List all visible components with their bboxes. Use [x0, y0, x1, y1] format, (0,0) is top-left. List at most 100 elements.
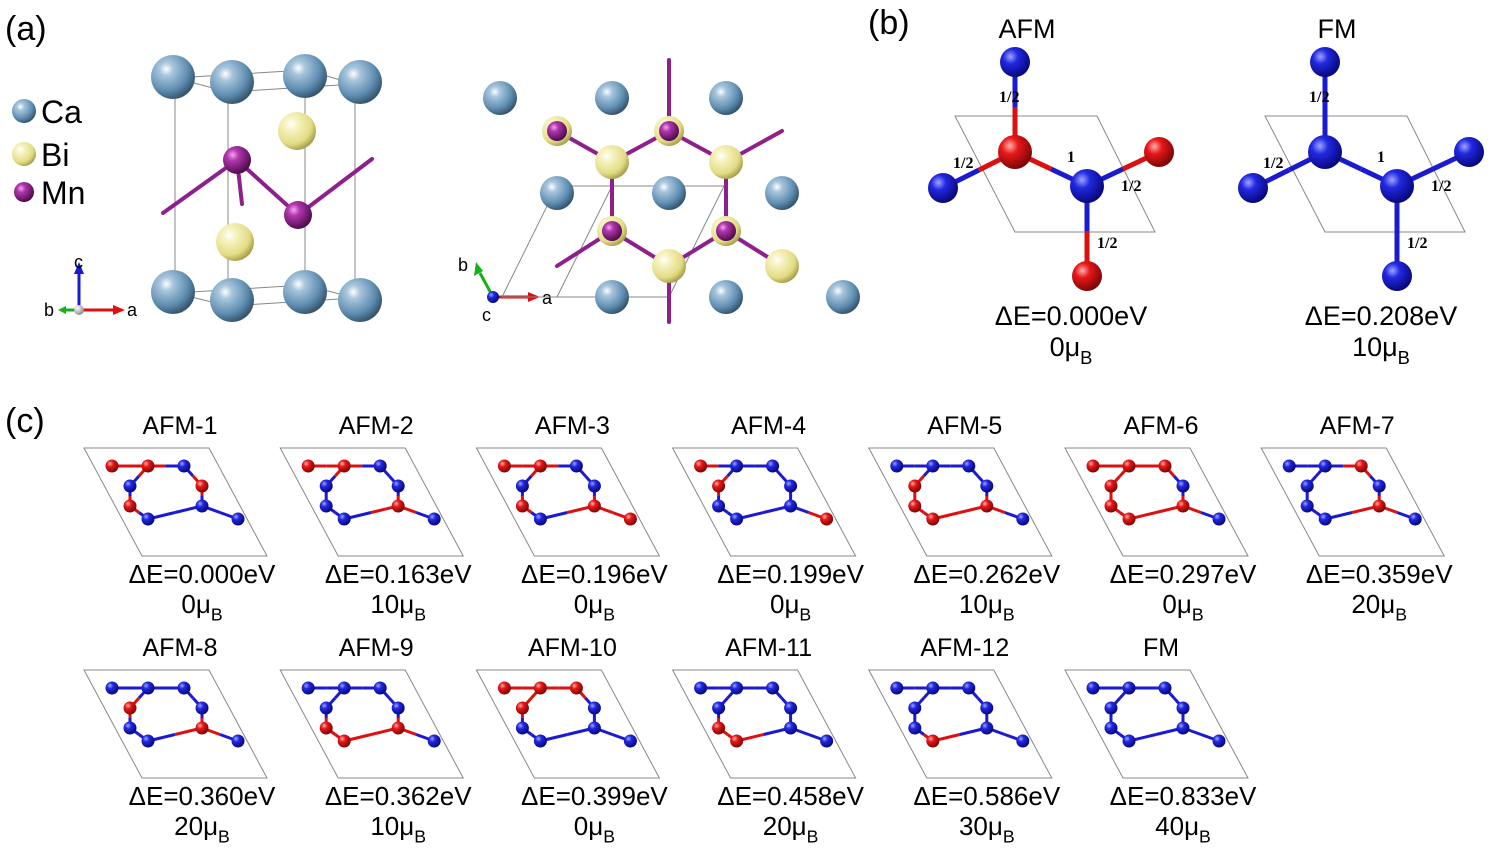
- panel-label-a: (a): [5, 10, 47, 48]
- spin-up-atom: [712, 499, 726, 513]
- spin-down-atom: [998, 135, 1032, 169]
- moment-value: 30: [959, 811, 988, 841]
- cell-outline: [279, 669, 465, 779]
- moment-label: 0μB: [770, 589, 811, 625]
- energy-label: ΔE=0.196eV: [521, 559, 668, 589]
- spin-up-atom: [1382, 261, 1412, 291]
- spin-down-atom: [712, 721, 726, 735]
- spin-up-atom: [1176, 479, 1190, 493]
- moment-unit-subscript: B: [1199, 827, 1211, 847]
- spin-up-atom: [319, 701, 333, 715]
- panel-b-title: AFM: [999, 14, 1056, 44]
- energy-label: ΔE=0.360eV: [129, 781, 276, 811]
- spin-down-atom: [391, 499, 405, 513]
- panel-label-b: (b): [868, 4, 910, 42]
- spin-down-atom: [497, 681, 511, 695]
- moment-unit-subscript: B: [218, 827, 230, 847]
- spin-up-atom: [890, 459, 904, 473]
- spin-up-atom: [231, 512, 245, 526]
- moment-unit: μ: [588, 811, 603, 841]
- spin-down-atom: [141, 459, 155, 473]
- spin-up-atom: [694, 681, 708, 695]
- spin-up-atom: [373, 681, 387, 695]
- spin-down-atom: [515, 701, 529, 715]
- exchange-label: 1: [1377, 149, 1385, 166]
- moment-unit: μ: [988, 589, 1003, 619]
- config-title: AFM-8: [143, 634, 218, 662]
- spin-up-atom: [1282, 459, 1296, 473]
- spin-up-atom: [712, 701, 726, 715]
- cell-outline: [867, 669, 1053, 779]
- config-title: AFM-12: [920, 634, 1009, 662]
- exchange-label: 1/2: [1121, 178, 1141, 195]
- exchange-label: 1/2: [999, 89, 1019, 106]
- moment-unit: μ: [1184, 811, 1199, 841]
- spin-down-atom: [391, 721, 405, 735]
- moment-value: 0: [770, 589, 784, 619]
- moment-label: 0μB: [574, 811, 615, 847]
- legend-bi-swatch: [12, 142, 36, 166]
- legend-ca-label: Ca: [41, 94, 82, 130]
- cell-outline: [867, 447, 1053, 557]
- spin-down-atom: [105, 459, 119, 473]
- energy-label: ΔE=0.833eV: [1110, 781, 1257, 811]
- spin-up-atom: [515, 479, 529, 493]
- legend-ca-swatch: [12, 99, 36, 123]
- moment-label: 20μB: [174, 811, 230, 847]
- energy-label: ΔE=0.000eV: [995, 301, 1147, 331]
- moment-unit-subscript: B: [1003, 827, 1015, 847]
- moment-value: 10: [959, 589, 988, 619]
- moment-unit: μ: [792, 811, 807, 841]
- spin-up-atom: [177, 459, 191, 473]
- moment-value: 10: [370, 811, 399, 841]
- config-title: AFM-10: [528, 634, 617, 662]
- config-title: AFM-9: [339, 634, 414, 662]
- spin-up-atom: [784, 721, 798, 735]
- moment-unit: μ: [588, 589, 603, 619]
- cell-outline: [475, 447, 661, 557]
- spin-down-atom: [301, 459, 315, 473]
- moment-unit-subscript: B: [1395, 605, 1407, 625]
- spin-up-atom: [1454, 137, 1484, 167]
- moment-value: 40: [1155, 811, 1184, 841]
- spin-up-atom: [587, 701, 601, 715]
- spin-down-atom: [1072, 261, 1102, 291]
- spin-up-atom: [1122, 734, 1136, 748]
- spin-down-atom: [195, 479, 209, 493]
- spin-up-atom: [926, 681, 940, 695]
- panel-c: (c) AFM-1ΔE=0.000eV0μBAFM-2ΔE=0.163eV10μ…: [5, 402, 1453, 847]
- spin-up-atom: [784, 479, 798, 493]
- spin-up-atom: [373, 459, 387, 473]
- spin-down-atom: [820, 512, 834, 526]
- spin-up-atom: [1310, 47, 1340, 77]
- axes-side-view: c b a: [44, 252, 138, 320]
- spin-up-atom: [427, 512, 441, 526]
- spin-down-atom: [569, 681, 583, 695]
- axis-a-label: a: [127, 300, 138, 320]
- moment-label: 20μB: [1351, 589, 1407, 625]
- axis-b-label: b: [44, 300, 54, 320]
- moment-unit-subscript: B: [603, 605, 615, 625]
- moment-unit: μ: [988, 811, 1003, 841]
- cell-outline: [83, 447, 268, 557]
- cell-outline: [475, 669, 661, 779]
- spin-up-atom: [177, 681, 191, 695]
- spin-up-atom: [569, 459, 583, 473]
- moment-unit: μ: [399, 589, 414, 619]
- spin-up-atom: [515, 721, 529, 735]
- config-title: AFM-5: [927, 412, 1002, 440]
- cell-outline: [1260, 447, 1446, 557]
- moment-unit: μ: [1380, 589, 1395, 619]
- energy-label: ΔE=0.297eV: [1110, 559, 1257, 589]
- moment-value: 10: [1352, 332, 1382, 362]
- panel-a: (a) Ca Bi Mn c b a: [5, 10, 860, 325]
- exchange-label: 1/2: [1431, 178, 1451, 195]
- moment-unit: μ: [784, 589, 799, 619]
